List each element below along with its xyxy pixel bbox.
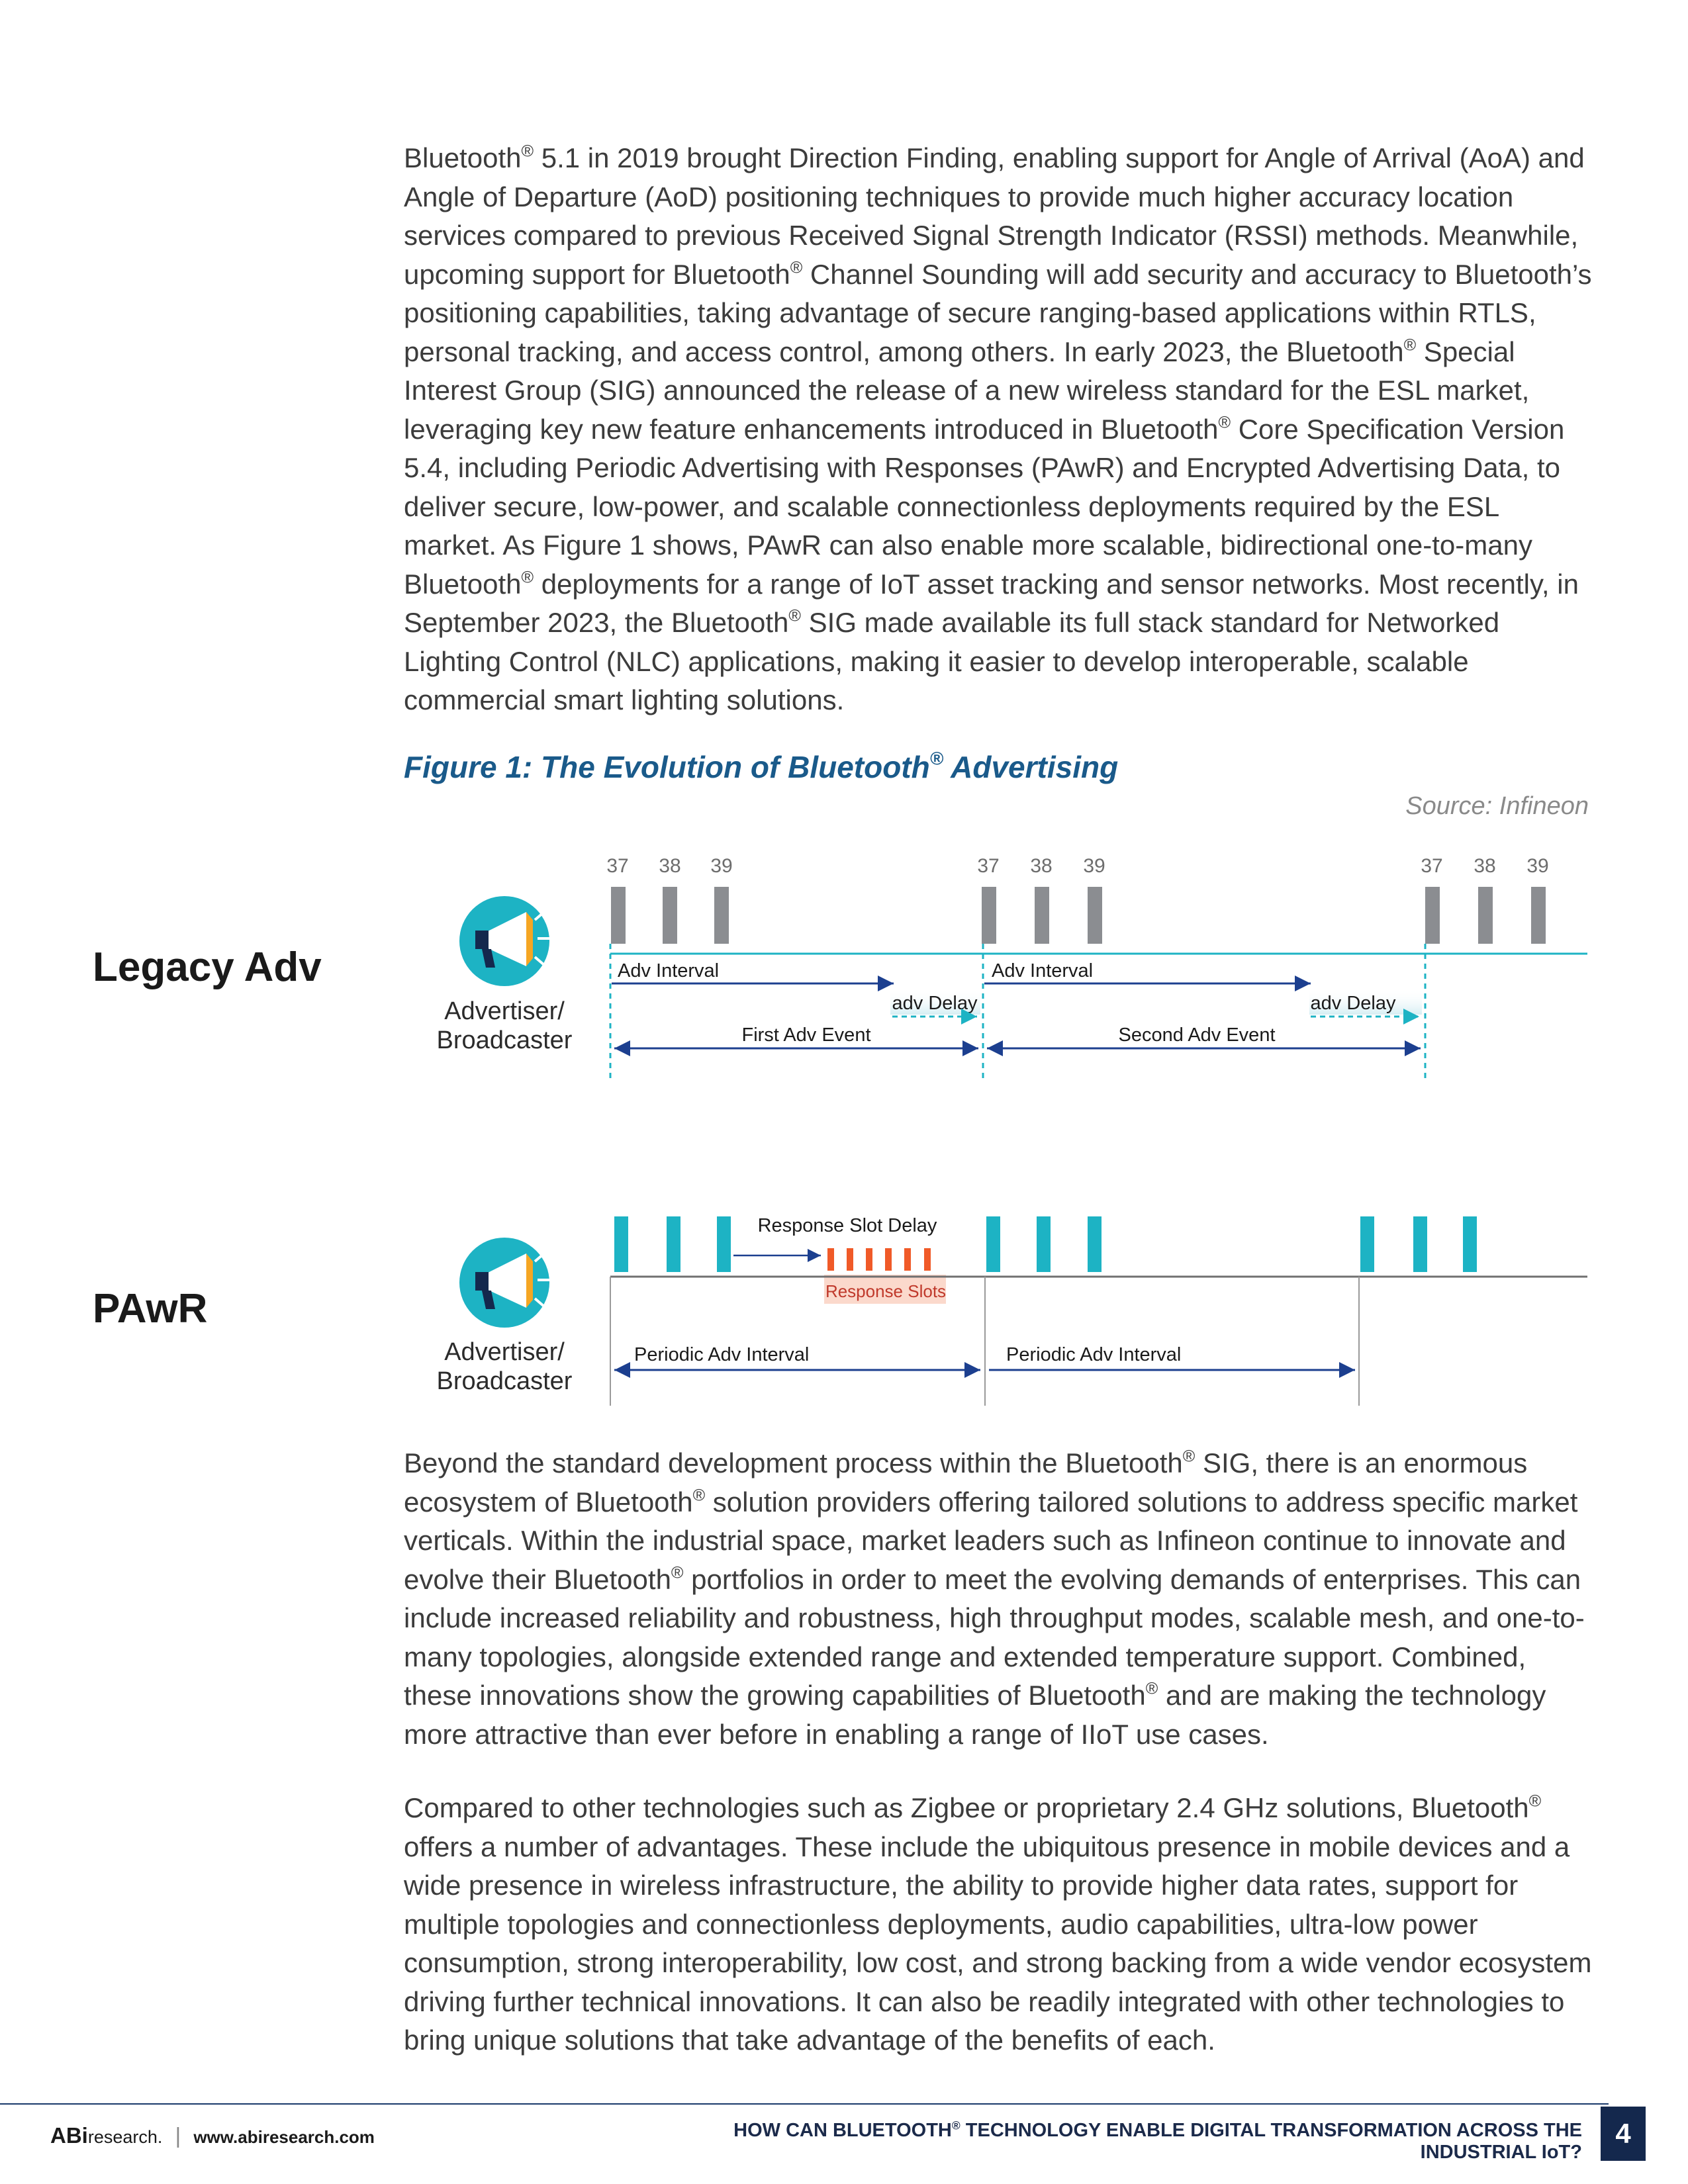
page-number: 4 (1601, 2107, 1646, 2161)
footer-divider (0, 2103, 1609, 2105)
response-slot (847, 1248, 853, 1271)
legacy-actor-label-1: Advertiser/ (444, 997, 565, 1025)
pawr-adv-packet (1360, 1216, 1374, 1272)
legacy-adv-packet (611, 887, 626, 944)
legacy-adv-packet (1035, 887, 1049, 944)
adv-delay-label: adv Delay (892, 993, 978, 1014)
figure-title: Figure 1: The Evolution of Bluetooth® Ad… (404, 748, 1119, 784)
pawr-actor-label-1: Advertiser/ (444, 1338, 565, 1366)
channel-37-label: 37 (1421, 855, 1442, 877)
footer-url-link[interactable]: www.abiresearch.com (193, 2127, 375, 2147)
adv-interval-label: Adv Interval (618, 960, 719, 981)
logo-abi: ABi (50, 2123, 88, 2148)
megaphone-icon (459, 1238, 549, 1328)
adv-delay-label: adv Delay (1311, 993, 1396, 1014)
advantages-paragraph: Compared to other technologies such as Z… (404, 1792, 1592, 2056)
channel-37-label: 37 (606, 855, 628, 877)
legacy-adv-packet (714, 887, 729, 944)
pawr-adv-packet (614, 1216, 628, 1272)
response-slots-region (824, 1275, 946, 1304)
legacy-row-label: Legacy Adv (93, 944, 322, 990)
second-adv-event-label: Second Adv Event (1119, 1024, 1276, 1046)
megaphone-icon (459, 896, 549, 986)
legacy-adv-packet (1478, 887, 1493, 944)
channel-37-label: 37 (977, 855, 999, 877)
pawr-adv-packet (1463, 1216, 1477, 1272)
pawr-row-label: PAwR (93, 1286, 207, 1332)
intro-paragraph: Bluetooth® 5.1 in 2019 brought Direction… (404, 142, 1592, 715)
channel-38-label: 38 (659, 855, 680, 877)
response-slot (866, 1248, 872, 1271)
bluetooth-advertising-diagram: Legacy Adv Advertiser/ Broadcaster 37 38… (93, 855, 1587, 1406)
footer-document-title: HOW CAN BLUETOOTH® TECHNOLOGY ENABLE DIG… (733, 2118, 1582, 2163)
adv-interval-label: Adv Interval (992, 960, 1093, 981)
periodic-interval-label: Periodic Adv Interval (634, 1344, 809, 1365)
ecosystem-paragraph: Beyond the standard development process … (404, 1447, 1585, 1750)
legacy-adv-packet (663, 887, 677, 944)
response-slot (827, 1248, 834, 1271)
channel-39-label: 39 (1526, 855, 1548, 877)
legacy-adv-packet (982, 887, 996, 944)
legacy-adv-packet (1531, 887, 1546, 944)
pawr-actor-label-2: Broadcaster (437, 1367, 573, 1395)
response-slot-delay-label: Response Slot Delay (758, 1215, 937, 1236)
response-slot (924, 1248, 931, 1271)
abi-research-logo: ABiresearch. | www.abiresearch.com (50, 2123, 375, 2148)
periodic-interval-label: Periodic Adv Interval (1006, 1344, 1181, 1365)
response-slot (885, 1248, 892, 1271)
pawr-adv-packet (1088, 1216, 1102, 1272)
response-slot (904, 1248, 911, 1271)
legacy-adv-packet (1088, 887, 1102, 944)
logo-research: research. (87, 2127, 163, 2147)
first-adv-event-label: First Adv Event (741, 1024, 870, 1046)
channel-38-label: 38 (1474, 855, 1495, 877)
legacy-actor-label-2: Broadcaster (437, 1026, 573, 1054)
response-slots-label: Response Slots (825, 1281, 946, 1301)
pawr-adv-packet (1037, 1216, 1051, 1272)
adv-delay-region (1309, 989, 1422, 1015)
channel-38-label: 38 (1030, 855, 1052, 877)
pawr-adv-packet (667, 1216, 680, 1272)
channel-39-label: 39 (710, 855, 732, 877)
footer-separator: | (175, 2123, 181, 2148)
figure-source: Source: Infineon (1405, 792, 1589, 820)
legacy-adv-packet (1425, 887, 1440, 944)
pawr-adv-packet (986, 1216, 1000, 1272)
channel-39-label: 39 (1083, 855, 1105, 877)
pawr-adv-packet (717, 1216, 731, 1272)
pawr-adv-packet (1413, 1216, 1427, 1272)
